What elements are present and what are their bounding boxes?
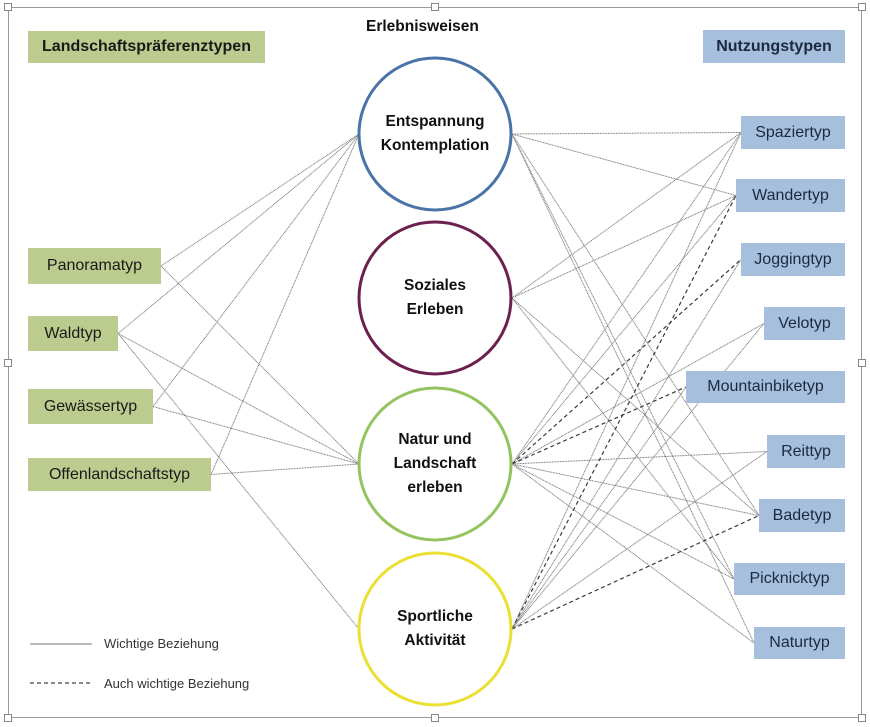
edge-panorama-natur (160, 265, 360, 465)
right-node-picknick: Picknicktyp (734, 563, 845, 595)
right-node-reit: Reittyp (767, 435, 845, 468)
center-node-sozial (357, 220, 513, 376)
resize-handle-top-center[interactable] (431, 3, 439, 11)
diagram-title: Erlebnisweisen (366, 18, 479, 35)
edge-natur-jogging (511, 259, 742, 465)
center-node-label-line: Kontemplation (380, 137, 490, 154)
left-node-wald: Waldtyp (28, 316, 118, 351)
right-node-natur_t: Naturtyp (754, 627, 845, 659)
left-node-gewaesser: Gewässertyp (28, 389, 153, 424)
center-node-label-line: Soziales (403, 277, 467, 294)
edges-layer (117, 132, 768, 644)
edge-sport-velo (511, 323, 765, 630)
edge-wald-natur (117, 333, 360, 465)
edge-sport-reit (511, 451, 768, 630)
edge-natur-bade (511, 463, 760, 516)
right-node-bade: Badetyp (759, 499, 845, 532)
legend-solid-label: Wichtige Beziehung (104, 636, 219, 651)
edge-wald-sport (117, 333, 360, 630)
center-node-label-line: erleben (407, 479, 463, 496)
edge-gewaesser-natur (152, 406, 360, 465)
edge-sozial-picknick (511, 297, 735, 580)
edge-entspannung-picknick (511, 133, 735, 580)
legend-lines (30, 643, 92, 684)
center-node-label-line: Erleben (406, 301, 464, 318)
edge-natur-picknick (511, 463, 735, 580)
center-node-natur (357, 386, 513, 542)
circles-layer (357, 56, 513, 707)
right-header: Nutzungstypen (703, 30, 845, 63)
edge-offen-entspannung (210, 133, 360, 475)
edge-natur-mtb (511, 386, 687, 465)
center-node-label-line: Entspannung (385, 113, 485, 130)
edge-natur-spazier (511, 132, 742, 465)
edge-entspannung-bade (511, 133, 760, 516)
legend-dashed-label: Auch wichtige Beziehung (104, 676, 250, 691)
resize-handle-bottom-center[interactable] (431, 714, 439, 722)
edge-sozial-spazier (511, 132, 742, 299)
resize-handle-top-right[interactable] (858, 3, 866, 11)
left-node-offen: Offenlandschaftstyp (28, 458, 211, 491)
resize-handle-middle-left[interactable] (4, 359, 12, 367)
edge-wald-entspannung (117, 133, 360, 334)
edge-sport-wander (511, 195, 737, 630)
edge-natur-reit (511, 451, 768, 465)
edge-sport-bade (511, 514, 760, 630)
center-node-entspannung (357, 56, 513, 212)
edge-entspannung-natur_t (511, 133, 755, 644)
center-node-label-line: Sportliche (397, 608, 473, 625)
edge-gewaesser-entspannung (152, 133, 360, 407)
resize-handle-bottom-left[interactable] (4, 714, 12, 722)
resize-handle-top-left[interactable] (4, 3, 12, 11)
center-node-label-line: Landschaft (393, 455, 477, 472)
edge-natur-natur_t (511, 463, 755, 644)
resize-handle-middle-right[interactable] (858, 359, 866, 367)
edge-sozial-wander (511, 195, 737, 299)
edge-sport-mtb (511, 386, 687, 630)
right-node-wander: Wandertyp (736, 179, 845, 212)
resize-handle-bottom-right[interactable] (858, 714, 866, 722)
right-node-velo: Velotyp (764, 307, 845, 340)
center-node-sport (357, 551, 513, 707)
right-node-spazier: Spaziertyp (741, 116, 845, 149)
edge-entspannung-spazier (511, 132, 742, 135)
left-node-panorama: Panoramatyp (28, 248, 161, 284)
right-node-mtb: Mountainbiketyp (686, 371, 845, 403)
edge-panorama-entspannung (160, 133, 360, 267)
edge-entspannung-wander (511, 133, 737, 196)
left-header: Landschaftspräferenztypen (28, 31, 265, 63)
center-node-label-line: Natur und (398, 431, 472, 448)
center-node-label-line: Aktivität (404, 632, 466, 649)
edge-sport-jogging (511, 259, 742, 630)
edge-sozial-bade (511, 297, 760, 516)
edge-natur-velo (511, 323, 765, 465)
edge-offen-natur (210, 463, 360, 475)
right-node-jogging: Joggingtyp (741, 243, 845, 276)
edge-natur-wander (511, 195, 737, 465)
